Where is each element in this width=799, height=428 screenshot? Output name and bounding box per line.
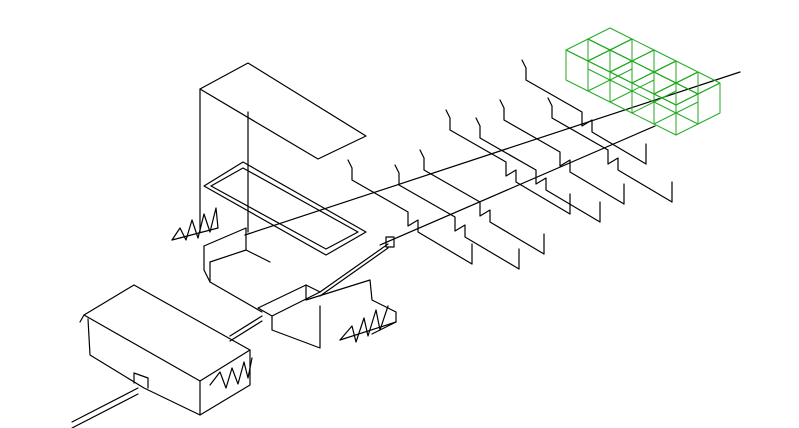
baffle-panel <box>547 97 673 203</box>
inlet-pipe <box>71 387 139 428</box>
baffle-panel <box>419 149 545 255</box>
baffle-panel <box>347 159 473 265</box>
baffle-panel <box>521 59 647 165</box>
cube-array <box>565 27 721 136</box>
baffle-panels <box>347 59 673 270</box>
main-spine <box>244 71 741 246</box>
baffle-panel <box>394 164 520 270</box>
cube <box>675 71 721 125</box>
fin-panels <box>171 207 397 389</box>
baffle-panel <box>499 99 625 205</box>
baffle-panel <box>475 117 601 223</box>
lower-shed <box>79 284 251 416</box>
hopper <box>203 227 271 313</box>
upper-box <box>199 62 367 233</box>
baffle-panel <box>445 109 571 215</box>
connector-block <box>229 236 397 349</box>
frame-plate <box>203 161 367 256</box>
